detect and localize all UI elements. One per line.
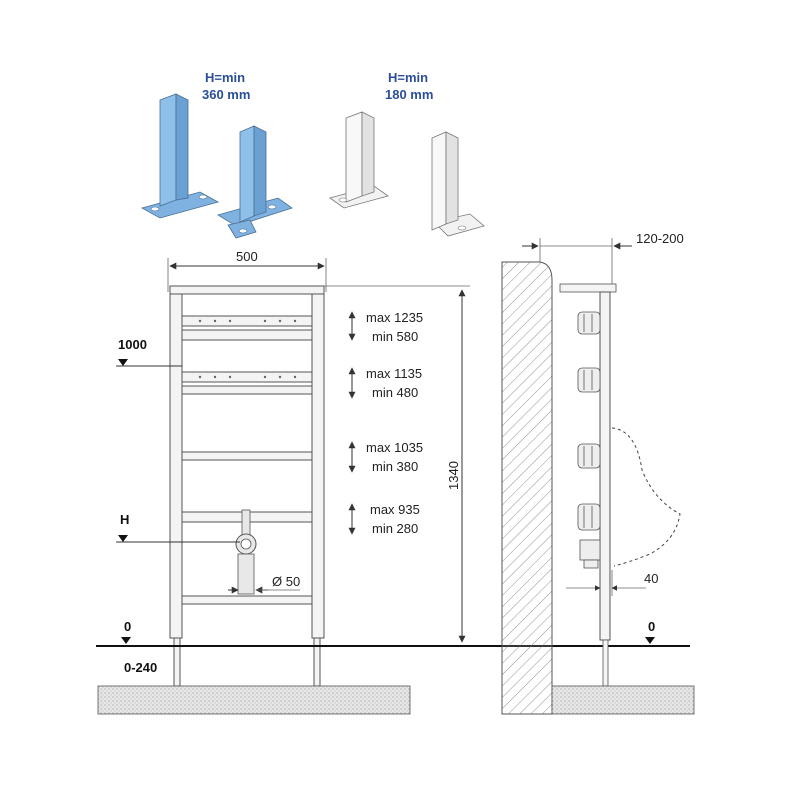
adjustment-4-max: max 935 bbox=[370, 502, 420, 517]
front-view: 500 bbox=[96, 249, 690, 715]
adjustment-1-max: max 1235 bbox=[366, 310, 423, 325]
drain-fitting bbox=[235, 509, 257, 595]
wall-section bbox=[501, 261, 553, 647]
mark-0-label: 0 bbox=[124, 619, 131, 634]
tall-bracket-group: H=min 360 mm bbox=[140, 70, 293, 239]
frame-left-upright bbox=[169, 285, 183, 639]
tall-bracket-2 bbox=[217, 125, 293, 239]
offset-label: 40 bbox=[644, 571, 658, 586]
floor-slab-right bbox=[551, 685, 695, 715]
frame-bottom-rail bbox=[181, 595, 313, 605]
cross-rail-2 bbox=[181, 371, 313, 395]
adjustment-2-max: max 1135 bbox=[366, 366, 422, 381]
short-bracket-group: H=min 180 mm bbox=[329, 70, 485, 237]
short-bracket-mm-label: 180 mm bbox=[385, 87, 433, 102]
tall-bracket-h-label: H=min bbox=[205, 70, 245, 85]
frame-width-label: 500 bbox=[236, 249, 258, 264]
frame-right-upright bbox=[311, 285, 325, 639]
short-bracket-h-label: H=min bbox=[388, 70, 428, 85]
level-marker-1000-icon bbox=[118, 359, 128, 366]
short-bracket-1 bbox=[329, 111, 389, 209]
adjustment-3-max: max 1035 bbox=[366, 440, 423, 455]
side-level-marker-0-icon bbox=[645, 637, 655, 644]
level-marker-h-icon bbox=[118, 535, 128, 542]
pipe-diameter-label: Ø 50 bbox=[272, 574, 300, 589]
adjustment-4-min: min 280 bbox=[372, 521, 418, 536]
side-clamp-3 bbox=[577, 443, 601, 469]
frame-top-rail bbox=[169, 285, 325, 295]
level-marker-0-icon bbox=[121, 637, 131, 644]
side-view: 120-200 bbox=[501, 231, 695, 715]
side-drain-outlet bbox=[579, 539, 601, 569]
tall-bracket-mm-label: 360 mm bbox=[202, 87, 250, 102]
side-clamp-2 bbox=[577, 367, 601, 393]
adjustment-1-min: min 580 bbox=[372, 329, 418, 344]
cross-rail-3 bbox=[181, 451, 313, 461]
depth-label: 120-200 bbox=[636, 231, 684, 246]
adjustment-3-min: min 380 bbox=[372, 459, 418, 474]
urinal-outline bbox=[611, 427, 681, 567]
foot-range-label: 0-240 bbox=[124, 660, 157, 675]
tall-bracket-1 bbox=[140, 93, 220, 219]
cross-rail-1 bbox=[181, 315, 313, 341]
side-clamp-4 bbox=[577, 503, 601, 531]
short-bracket-2 bbox=[431, 131, 485, 237]
side-clamp-1 bbox=[577, 311, 601, 335]
frame-height-label: 1340 bbox=[446, 461, 461, 490]
side-mark-0-label: 0 bbox=[648, 619, 655, 634]
mark-h-label: H bbox=[120, 512, 129, 527]
side-upright bbox=[599, 291, 611, 641]
adjustment-2-min: min 480 bbox=[372, 385, 418, 400]
floor-slab-left bbox=[97, 685, 411, 715]
mark-1000-label: 1000 bbox=[118, 337, 147, 352]
